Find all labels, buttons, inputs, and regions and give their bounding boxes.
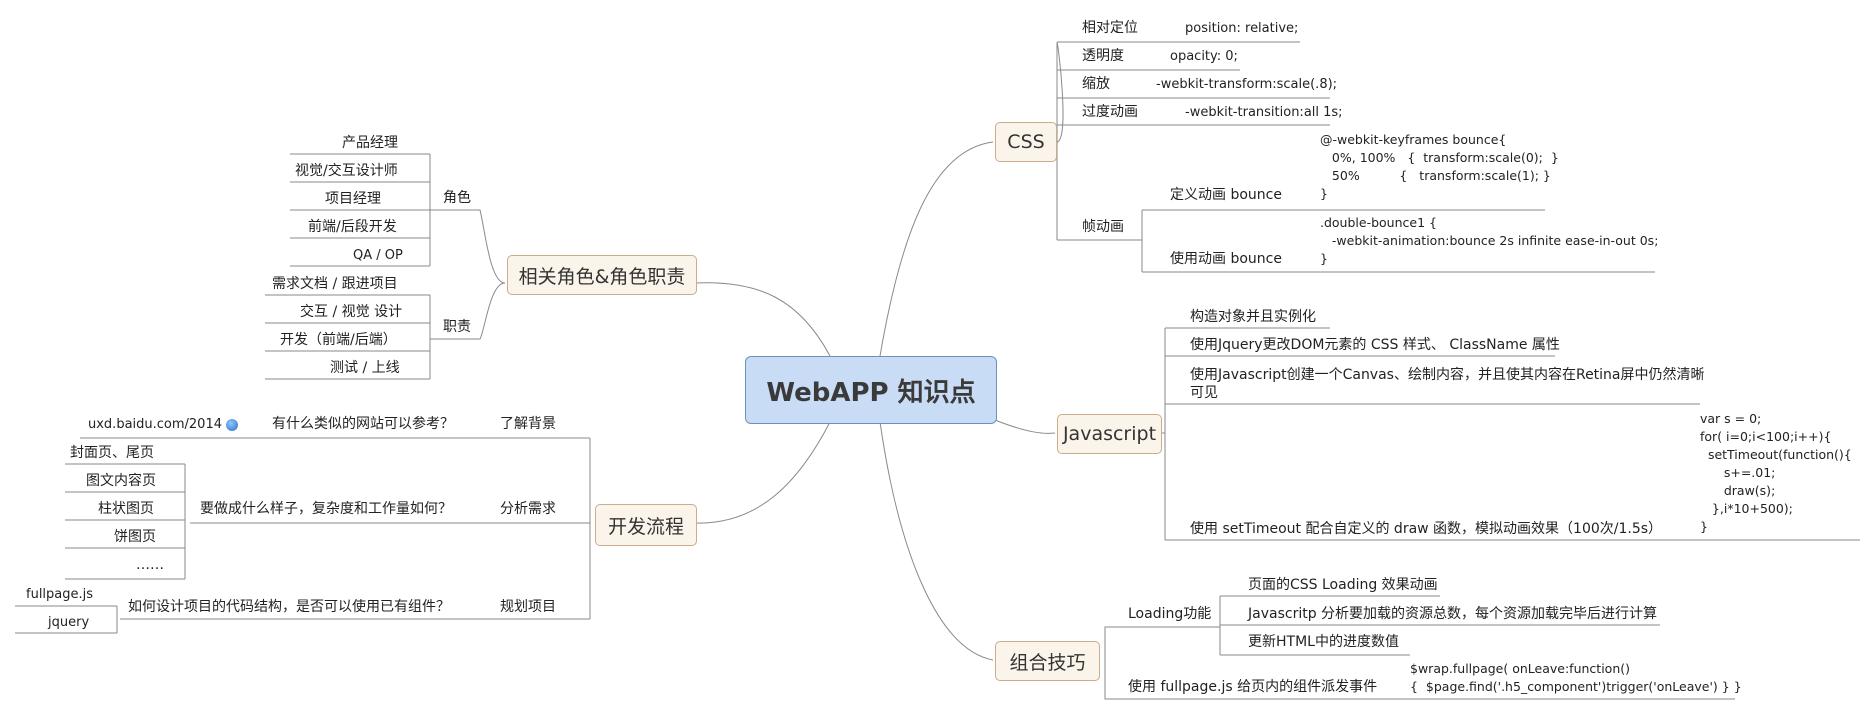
duty-item[interactable]: 交互 / 视觉 设计 <box>300 304 403 320</box>
role-item[interactable]: 产品经理 <box>342 135 398 151</box>
duty-item[interactable]: 需求文档 / 跟进项目 <box>272 276 398 292</box>
analysis-question[interactable]: 要做成什么样子，复杂度和工作量如何？ <box>200 501 452 517</box>
js-item[interactable]: 使用 setTimeout 配合自定义的 draw 函数，模拟动画效果（100次… <box>1190 521 1663 537</box>
page-type-item[interactable]: …… <box>136 557 164 573</box>
library-item[interactable]: fullpage.js <box>26 587 94 602</box>
role-item[interactable]: QA / OP <box>353 248 403 263</box>
js-item-continued: 可见 <box>1190 385 1218 401</box>
topic-process[interactable]: 开发流程 <box>595 504 697 546</box>
background-question[interactable]: 有什么类似的网站可以参考？ <box>272 416 454 432</box>
subtopic-keyframe[interactable]: 帧动画 <box>1082 219 1124 235</box>
js-code: var s = 0; for( i=0;i<100;i++){ setTimeo… <box>1700 411 1852 534</box>
subtopic-roles-group[interactable]: 角色 <box>443 190 471 206</box>
css-row-label[interactable]: 相对定位 <box>1082 20 1138 36</box>
js-item[interactable]: 构造对象并且实例化 <box>1190 309 1316 325</box>
page-type-item[interactable]: 饼图页 <box>114 529 156 545</box>
css-row-code: opacity: 0; <box>1170 49 1238 64</box>
loading-item[interactable]: 页面的CSS Loading 效果动画 <box>1248 577 1438 593</box>
loading-item[interactable]: 更新HTML中的进度数值 <box>1248 634 1399 650</box>
library-item[interactable]: jquery <box>48 615 90 630</box>
page-type-item[interactable]: 封面页、尾页 <box>70 445 154 461</box>
js-item[interactable]: 使用Javascript创建一个Canvas、绘制内容，并且使其内容在Retin… <box>1190 367 1705 383</box>
loading-item[interactable]: Javascritp 分析要加载的资源总数，每个资源加载完毕后进行计算 <box>1248 606 1658 622</box>
duty-item[interactable]: 测试 / 上线 <box>330 360 400 376</box>
reference-link[interactable]: uxd.baidu.com/2014 <box>88 416 239 434</box>
subtopic-analysis[interactable]: 分析需求 <box>500 501 556 517</box>
role-item[interactable]: 视觉/交互设计师 <box>295 163 398 179</box>
keyframe-define-label[interactable]: 定义动画 bounce <box>1170 187 1282 203</box>
css-row-label[interactable]: 缩放 <box>1082 76 1110 92</box>
js-item[interactable]: 使用Jquery更改DOM元素的 CSS 样式、 ClassName 属性 <box>1190 337 1560 353</box>
css-row-code: -webkit-transition:all 1s; <box>1185 105 1343 120</box>
fullpage-code: $wrap.fullpage( onLeave:function() { $pa… <box>1410 661 1742 694</box>
topic-roles[interactable]: 相关角色&角色职责 <box>507 255 697 295</box>
keyframe-use-label[interactable]: 使用动画 bounce <box>1170 251 1282 267</box>
css-row-label[interactable]: 透明度 <box>1082 48 1124 64</box>
subtopic-fullpage[interactable]: 使用 fullpage.js 给页内的组件派发事件 <box>1128 679 1378 695</box>
subtopic-loading[interactable]: Loading功能 <box>1128 606 1212 622</box>
page-type-item[interactable]: 图文内容页 <box>86 473 156 489</box>
role-item[interactable]: 项目经理 <box>325 191 381 207</box>
subtopic-background[interactable]: 了解背景 <box>500 416 556 432</box>
role-item[interactable]: 前端/后段开发 <box>308 219 397 235</box>
keyframe-define-code: @-webkit-keyframes bounce{ 0%, 100% { tr… <box>1320 132 1559 201</box>
topic-css[interactable]: CSS <box>995 122 1057 162</box>
subtopic-duty-group[interactable]: 职责 <box>443 319 471 335</box>
css-row-label[interactable]: 过度动画 <box>1082 104 1138 120</box>
planning-question[interactable]: 如何设计项目的代码结构，是否可以使用已有组件？ <box>128 599 450 615</box>
topic-javascript[interactable]: Javascript <box>1057 414 1162 454</box>
duty-item[interactable]: 开发（前端/后端） <box>280 332 397 348</box>
subtopic-planning[interactable]: 规划项目 <box>500 599 556 615</box>
topic-combo[interactable]: 组合技巧 <box>995 641 1100 681</box>
keyframe-use-code: .double-bounce1 { -webkit-animation:boun… <box>1320 215 1659 266</box>
page-type-item[interactable]: 柱状图页 <box>98 501 154 517</box>
globe-icon <box>226 418 239 431</box>
css-row-code: position: relative; <box>1185 21 1299 36</box>
central-topic[interactable]: WebAPP 知识点 <box>745 356 997 424</box>
css-row-code: -webkit-transform:scale(.8); <box>1156 77 1338 92</box>
